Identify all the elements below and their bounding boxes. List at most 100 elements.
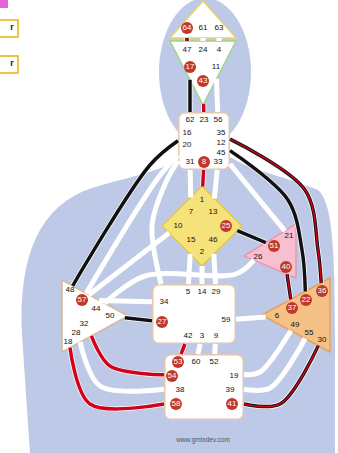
gate-number: 56 [211,114,225,126]
channel [70,348,164,409]
gate-number: 10 [171,220,185,232]
gate-number: 55 [302,327,316,339]
channel [287,274,291,299]
channel-line [201,170,205,187]
gate-number: 8 [198,156,210,168]
gate-number: 43 [197,75,209,87]
center-shape [153,285,236,344]
channel [188,254,190,284]
gate-number: 37 [286,302,298,314]
gate-number: 39 [223,384,237,396]
gate-number: 57 [76,294,88,306]
label-box [0,56,18,73]
channel-line [99,300,152,301]
channel [181,344,185,354]
gate-number: 19 [227,370,241,382]
channel-band [214,170,217,198]
sacral-center: 514293427594239 [152,284,236,344]
ajna-center: 47244171143 [170,41,236,105]
heart-center: 21512640 [244,224,296,278]
channel [237,231,266,243]
channel-band [188,254,190,284]
gate-number: 42 [181,330,195,342]
channel-line [214,170,217,198]
body-shape [22,158,335,453]
channel-band [230,164,285,231]
channel-stripe [230,139,321,283]
center-shape [62,280,128,352]
gate-number: 26 [251,251,265,263]
gate-number: 50 [103,310,117,322]
channel-line [73,141,178,286]
channel-line [70,348,164,409]
channel-line [198,344,200,354]
channel [236,317,265,319]
gate-number: 33 [211,156,225,168]
channel-line [91,336,164,375]
channel-band [188,170,194,197]
head-center: 646163 [170,1,236,38]
channel [216,79,217,112]
channel-band [244,338,305,390]
label-box [0,20,18,37]
gate-number: 13 [206,206,220,218]
channel [80,342,164,391]
channel-band [212,344,218,354]
center-shape [262,278,330,352]
channel [230,151,305,292]
gate-number: 15 [184,234,198,246]
channel-band [214,254,216,284]
channel [244,338,305,390]
gate-number: 63 [212,22,226,34]
channel-line [125,318,152,321]
g-center: 1713102515462 [162,186,242,266]
channel-band [236,317,265,319]
channel-band [80,342,164,391]
gate-number: 49 [288,319,302,331]
channel-line [188,254,190,284]
root-center: 536052541938395841 [164,354,244,420]
channel-band [244,331,291,375]
gate-number: 47 [180,44,194,56]
gate-number: 27 [156,316,168,328]
channel-line [216,79,217,112]
gate-number: 48 [63,284,77,296]
spleen-center: 48574450322818 [62,280,128,352]
channel-line [287,274,291,299]
gate-number: 22 [300,294,312,306]
channel-band [181,344,185,354]
channel-line [230,151,305,292]
gate-number: 59 [219,314,233,326]
gate-number: 60 [189,356,203,368]
gate-number: 12 [214,137,228,149]
gate-number: 23 [197,114,211,126]
channel [244,346,318,407]
channel-band [70,348,164,409]
channel-band [230,139,321,283]
gate-number: 36 [316,285,328,297]
channel [73,141,178,286]
center-shape [170,41,236,105]
gate-number: 30 [315,334,329,346]
channel-line [244,331,291,375]
gate-number: 16 [180,127,194,139]
channel [230,164,285,231]
center-shape [179,113,230,170]
center-outline [170,1,236,38]
channel [214,170,217,198]
gate-number: 53 [172,356,184,368]
gate-number: 20 [180,139,194,151]
channel-line [244,338,305,390]
channel-band [198,344,200,354]
channel-band [73,141,178,286]
channel-line [189,170,193,197]
gate-number: 51 [268,240,280,252]
channel-line [80,342,164,391]
throat-center: 622356163520124531833 [178,112,230,170]
center-shape [165,355,244,420]
channel-band [287,274,291,299]
channel-band [200,170,206,187]
channel-line [188,80,192,112]
channel-line [236,317,265,319]
channel-line [214,254,216,284]
